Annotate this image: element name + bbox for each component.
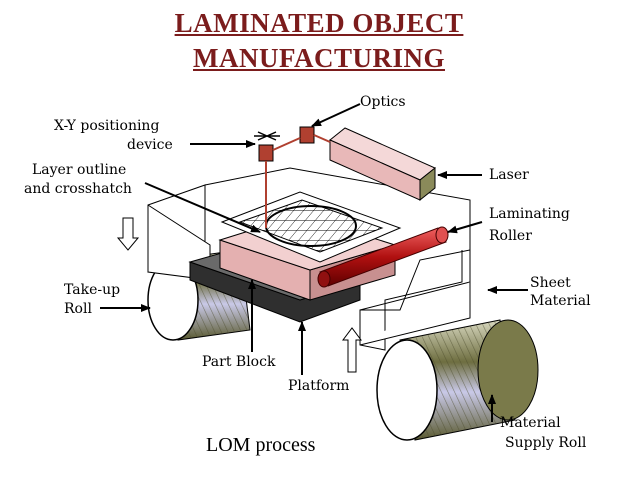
label-part-block: Part Block [202, 354, 276, 370]
label-takeup-line2: Roll [64, 301, 92, 317]
label-supply-line2: Supply Roll [505, 435, 587, 451]
take-up-motion-arrow [116, 217, 140, 251]
label-platform: Platform [288, 378, 349, 394]
label-layer-line2: and crosshatch [24, 181, 132, 197]
platform-motion-arrow [342, 327, 362, 373]
supply-roll [376, 319, 539, 441]
laminating-roller [317, 226, 449, 288]
label-layer-line1: Layer outline [32, 162, 126, 178]
label-xy-line1: X-Y positioning [54, 118, 159, 134]
laser-unit [329, 127, 436, 202]
title-line-2: MANUFACTURING [193, 43, 445, 73]
leader-arrows [100, 103, 528, 422]
optics-assembly [254, 126, 331, 228]
label-takeup-line1: Take-up [64, 282, 120, 298]
title-line-1: LAMINATED OBJECT [174, 8, 464, 38]
label-xy-line2: device [127, 137, 173, 153]
label-sheet-line2: Material [530, 293, 591, 309]
label-optics: Optics [360, 94, 406, 110]
label-laser: Laser [489, 167, 529, 183]
label-sheet-line1: Sheet [530, 275, 571, 291]
label-roller-line1: Laminating [489, 206, 570, 222]
caption: LOM process [206, 434, 316, 456]
label-supply-line1: Material [500, 415, 561, 431]
label-roller-line2: Roller [489, 228, 532, 244]
